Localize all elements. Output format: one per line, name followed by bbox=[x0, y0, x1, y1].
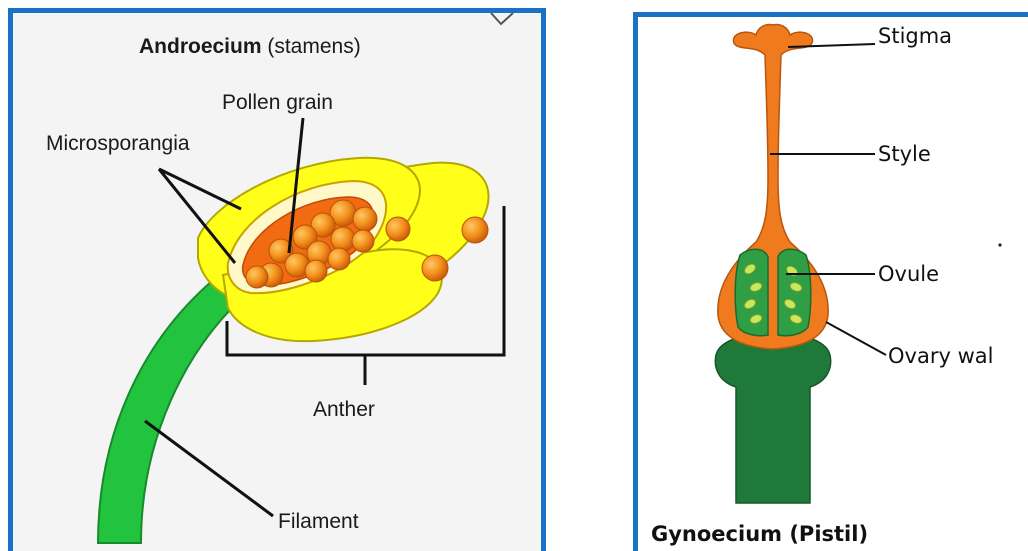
pollen-grain bbox=[331, 227, 355, 251]
receptacle bbox=[715, 333, 830, 503]
filament-label: Filament bbox=[278, 510, 359, 533]
pollen-grain bbox=[353, 207, 377, 231]
filament-leader bbox=[145, 421, 273, 516]
anther-label: Anther bbox=[313, 398, 375, 421]
pollen-grain bbox=[305, 260, 327, 282]
gynoecium-diagram: Stigma Style Ovule Ovary wal Gynoecium (… bbox=[638, 17, 1028, 551]
ovary-wall-leader bbox=[826, 322, 886, 355]
ovary-wall-label: Ovary wal bbox=[888, 344, 993, 368]
androecium-panel: Androecium (stamens) bbox=[8, 8, 546, 551]
pollen-grain bbox=[246, 266, 268, 288]
microsporangia-label: Microsporangia bbox=[46, 132, 190, 155]
pollen-grain bbox=[462, 217, 488, 243]
ovule-label: Ovule bbox=[878, 262, 939, 286]
pistil bbox=[718, 24, 828, 349]
microsporangia-leader-upper bbox=[159, 169, 241, 209]
androecium-title: Androecium (stamens) bbox=[139, 35, 361, 58]
pollen-grain bbox=[352, 230, 374, 252]
gynoecium-title: Gynoecium (Pistil) bbox=[651, 522, 868, 546]
pollen-grain bbox=[328, 248, 350, 270]
style-label: Style bbox=[878, 142, 931, 166]
pollen-grain bbox=[386, 217, 410, 241]
stray-dot bbox=[998, 243, 1001, 246]
pollen-grain bbox=[422, 255, 448, 281]
gynoecium-panel: Stigma Style Ovule Ovary wal Gynoecium (… bbox=[633, 12, 1028, 551]
stigma-label: Stigma bbox=[878, 24, 952, 48]
pollen-grain-label: Pollen grain bbox=[222, 91, 333, 114]
chevron-down-icon[interactable] bbox=[491, 13, 513, 24]
androecium-diagram: Androecium (stamens) bbox=[13, 13, 541, 551]
